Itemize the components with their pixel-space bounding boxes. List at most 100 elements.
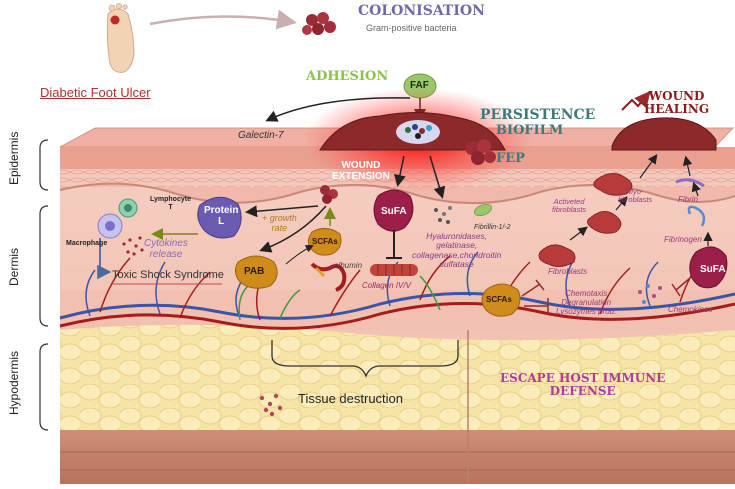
colonisation-title: COLONISATION <box>358 3 485 19</box>
mixed-bacteria-icon <box>405 124 432 139</box>
persistence-label: PERSISTENCE <box>480 107 596 123</box>
faf-label: FAF <box>410 80 429 91</box>
healing-scab <box>611 117 717 151</box>
scfas-fibroblast-bar <box>535 279 545 291</box>
toe <box>108 4 116 12</box>
escape-immune-label: ESCAPE HOST IMMUNE DEFENSE <box>500 371 666 399</box>
chemokine-particles-icon <box>638 284 662 304</box>
sufa-arrow <box>394 155 406 187</box>
wound-extension-label: WOUND EXTENSION <box>332 160 390 182</box>
epidermis-tab: Epidermis <box>7 131 21 185</box>
pab-to-scfas-arrow <box>285 245 314 265</box>
myofibroblast-icon <box>593 173 633 196</box>
wound-healing-label: WOUND HEALING <box>644 89 710 117</box>
colonisation-arrow <box>149 9 297 30</box>
enzymes-arrow <box>429 155 446 199</box>
protein-l-arrow <box>245 205 319 218</box>
veins-branch <box>85 251 659 319</box>
pab-blob <box>234 255 278 289</box>
collagen-fiber-icon <box>370 264 418 276</box>
tissue-destruction-bracket <box>271 340 459 378</box>
galectin-label: Galectin-7 <box>238 130 284 141</box>
dermis-bracket <box>39 205 49 327</box>
ulcer-spot <box>110 15 120 25</box>
galectin-arrow <box>265 97 411 122</box>
fibrinogen-to-fibrin-arrow <box>691 181 701 197</box>
scfas-right-blob <box>481 283 521 317</box>
toe <box>122 4 128 10</box>
bacteria-cluster-icon <box>302 12 336 35</box>
fibrillin-label: Fibrillin-1/-2 <box>474 224 511 231</box>
fibroblasts-label: Fibroblasts <box>548 267 588 276</box>
myofibroblast-arrow <box>615 196 628 211</box>
pab-label: PAB <box>244 266 265 277</box>
scfas-label: SCFAs <box>312 237 338 246</box>
toxic-shock-arrow <box>97 238 112 280</box>
immune-effects-label: Chemotaxis Degranulation Lysozymes prod. <box>556 289 617 316</box>
capillaries <box>99 255 706 321</box>
sufa-label: SuFA <box>381 206 407 217</box>
sufa-right-blob <box>689 246 728 289</box>
hypodermis-bracket <box>39 343 49 431</box>
hypodermis-tab: Hypodermis <box>7 350 21 415</box>
fibrillin-leaf-icon <box>473 203 493 217</box>
bacteria-small-icon <box>320 185 338 204</box>
epidermis-bracket <box>39 139 49 191</box>
collagen-label: Collagen IV/V <box>362 281 411 290</box>
chemokines-label: Chemokines <box>668 305 713 314</box>
cytokine-particles-icon <box>122 236 144 256</box>
persistence-bacteria-icon <box>465 139 496 165</box>
basal-layer <box>60 183 735 204</box>
tissue-destruction-label: Tissue destruction <box>298 391 404 406</box>
hypodermis-fat <box>60 324 735 430</box>
sufa-chemokines-bar <box>671 283 681 297</box>
diabetic-foot-ulcer-label: Diabetic Foot Ulcer <box>40 85 151 100</box>
enzymes-label: Hyaluronidases, gelatinase, collagenase,… <box>412 231 502 270</box>
colonisation-subtitle: Gram-positive bacteria <box>366 23 457 33</box>
fibrin-label: Fibrin <box>678 195 699 204</box>
bacteria-pocket <box>396 120 440 144</box>
protein-l-blob <box>197 196 242 239</box>
sufa-blob <box>373 189 414 232</box>
fascia-layer <box>60 430 735 484</box>
lymphocyte-nucleus <box>124 204 132 212</box>
macrophage-label: Macrophage <box>66 240 108 247</box>
activated-fibroblast-icon <box>587 211 622 234</box>
lymphocyte-label: Lymphocyte T <box>150 196 191 211</box>
albumin-binding <box>314 266 326 278</box>
macrophage-nucleus <box>105 221 115 231</box>
fibrinogen-icon <box>687 205 706 227</box>
scfas-fibroblast-inhibit <box>521 283 541 297</box>
biofilm-label: BIOFILM <box>496 123 564 138</box>
albumin-label: albumin <box>334 261 363 270</box>
healing-trend-icon <box>621 90 651 111</box>
scfas-blob <box>307 228 342 256</box>
artery <box>59 301 735 330</box>
fep-label: FEP <box>496 151 525 166</box>
foot-illustration <box>106 8 135 73</box>
scfas-right-label: SCFAs <box>486 295 512 304</box>
growth-rate-label: + growth rate <box>262 213 297 233</box>
dermo-epidermal-junction <box>59 182 735 205</box>
activated-fibroblasts-label: Activeted fibroblasts <box>552 197 587 215</box>
enzyme-particles-icon <box>434 206 452 224</box>
protein-l-label: Protein L <box>204 205 239 227</box>
vein <box>59 291 735 320</box>
dermis-tab: Dermis <box>7 248 21 286</box>
myofibroblasts-label: Myo- fibroblasts <box>618 187 653 205</box>
fibrin-strand-icon <box>675 178 705 188</box>
albumin-ribbon <box>310 262 347 292</box>
myofibroblast-to-scab-arrow <box>639 154 658 179</box>
fibroblast-activation-arrow <box>569 226 588 241</box>
fibrin-to-scab-arrow <box>682 155 693 177</box>
adhesion-label: ADHESION <box>306 69 389 84</box>
toe <box>116 3 123 9</box>
fibroblast-cell-icon <box>538 244 576 267</box>
pab-arrow <box>259 205 327 253</box>
debris-particles-icon <box>259 393 283 417</box>
sufa-right-label: SuFA <box>700 264 726 275</box>
toxic-shock-label: Toxic Shock Syndrome <box>112 269 224 281</box>
fibrinogen-label: Fibrinogen <box>664 235 702 244</box>
